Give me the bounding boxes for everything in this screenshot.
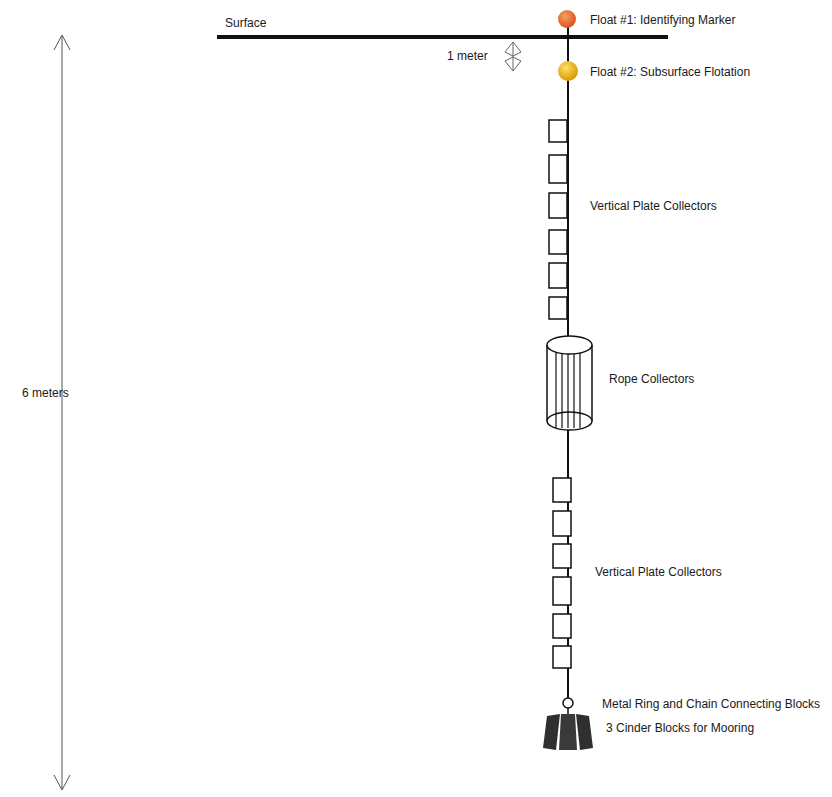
plate-collector xyxy=(549,193,567,218)
plate-collector xyxy=(549,297,567,319)
part-label: Float #2: Subsurface Flotation xyxy=(590,65,750,79)
plate-collector xyxy=(553,614,571,638)
rope-strand xyxy=(561,352,562,428)
marker-float xyxy=(558,10,576,28)
cinder-block xyxy=(543,714,560,750)
plate-collector xyxy=(553,511,571,536)
cinder-block xyxy=(559,714,577,750)
rope-collector xyxy=(547,336,592,430)
plate-collector xyxy=(549,230,567,254)
rope-collector-side xyxy=(591,345,593,421)
plate-collector xyxy=(553,478,571,502)
part-label: Vertical Plate Collectors xyxy=(590,199,717,213)
part-label: Surface xyxy=(225,16,266,30)
plate-collector xyxy=(553,577,571,605)
dimension-label: 1 meter xyxy=(447,49,488,63)
rope-strand xyxy=(567,352,568,428)
dimension-arrowhead xyxy=(54,35,70,50)
dimension-arrowhead xyxy=(505,42,521,52)
subsurface-float xyxy=(558,61,578,81)
metal-ring xyxy=(563,698,573,708)
plate-collector xyxy=(549,155,567,183)
dimension-label: 6 meters xyxy=(22,386,69,400)
rope-strand xyxy=(555,352,556,428)
dimension-arrowhead xyxy=(54,775,70,790)
dimension-line xyxy=(62,36,63,789)
part-label: Float #1: Identifying Marker xyxy=(590,13,735,27)
rope-strand xyxy=(573,352,574,428)
dimension-mark xyxy=(505,52,521,56)
cinder-block xyxy=(576,714,593,750)
dimension-arrowhead xyxy=(505,61,521,71)
water-surface-line xyxy=(217,35,668,39)
dimension-mark xyxy=(505,57,521,61)
rope-collector-bottom xyxy=(547,412,592,430)
part-label: 3 Cinder Blocks for Mooring xyxy=(606,721,754,735)
part-label: Metal Ring and Chain Connecting Blocks xyxy=(602,697,820,711)
rope-strands xyxy=(556,352,580,428)
plate-collector xyxy=(549,263,567,288)
rope-collector-top xyxy=(547,336,592,354)
rope-collector-body xyxy=(547,345,592,421)
rope-strand xyxy=(579,352,580,428)
plate-collector xyxy=(553,544,571,568)
plate-collector xyxy=(553,646,571,668)
rope-collector-side xyxy=(546,345,548,421)
part-label: Rope Collectors xyxy=(609,372,694,386)
part-label: Vertical Plate Collectors xyxy=(595,565,722,579)
plate-collector xyxy=(549,120,567,142)
